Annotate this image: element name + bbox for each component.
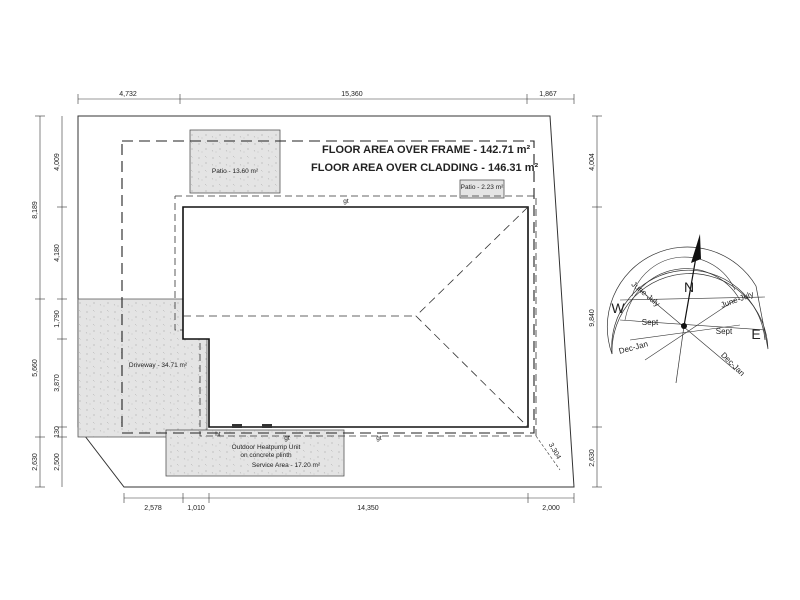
dim-left-inner-1: 4,009 [54, 153, 61, 171]
driveway-label: Driveway - 34.71 m² [129, 362, 188, 369]
sept-left: Sept [642, 318, 659, 327]
compass-east: E [751, 326, 760, 342]
heatpump-unit [232, 424, 242, 428]
dimension-lines [35, 94, 602, 503]
gt-marker-bottom-1: gt [284, 435, 290, 442]
cladding-outline [174, 195, 537, 437]
compass-west: W [611, 300, 625, 316]
gt-marker-top: gt [343, 198, 349, 205]
dim-top-2: 15,360 [341, 91, 363, 98]
dim-right-2: 9,840 [589, 309, 596, 327]
dim-left-inner-3: 1,790 [54, 310, 61, 328]
dim-left-inner-4: 3,870 [54, 374, 61, 392]
dim-diagonal: 3,304 [547, 442, 562, 461]
house-outline [182, 206, 529, 428]
floor-area-cladding: FLOOR AREA OVER CLADDING - 146.31 m² [311, 162, 538, 174]
patio-right-area [459, 179, 505, 199]
service-area-label: Service Area - 17.20 m² [252, 462, 321, 469]
dim-bottom-4: 2,000 [542, 505, 560, 512]
dim-top-1: 4,732 [119, 91, 137, 98]
dim-bottom-3: 14,350 [357, 505, 379, 512]
dim-left-inner-6: 2,500 [54, 453, 61, 471]
dim-bottom-2: 1,010 [187, 505, 205, 512]
dim-top-3: 1,867 [539, 91, 557, 98]
june-july-right: June-July [720, 290, 755, 310]
setback-line [121, 140, 535, 434]
dim-left-outer-3: 2,630 [32, 453, 39, 471]
patio-right-label: Patio - 2.23 m² [461, 184, 504, 191]
patio-left-label: Patio - 13.60 m² [212, 168, 259, 175]
dec-jan-right: Dec-Jan [719, 351, 746, 378]
compass-diagram [606, 234, 769, 384]
dim-right-3: 2,630 [589, 449, 596, 467]
dim-left-outer-2: 5,660 [32, 359, 39, 377]
sept-right: Sept [716, 327, 733, 336]
floor-area-frame: FLOOR AREA OVER FRAME - 142.71 m² [322, 144, 531, 156]
dim-bottom-1: 2,578 [144, 505, 162, 512]
north-arrow-icon [691, 234, 701, 263]
dec-jan-left: Dec-Jan [618, 339, 649, 355]
ht-marker: ht [215, 431, 221, 438]
compass-north: N [684, 279, 694, 295]
dim-left-inner-5: 130 [54, 426, 61, 438]
heatpump-label-line2: on concrete plinth [240, 452, 292, 459]
gt-marker-bottom-2: gt [376, 435, 382, 442]
heatpump-label-line1: Outdoor Heatpump Unit [232, 444, 301, 451]
dim-left-inner-2: 4,180 [54, 244, 61, 262]
dim-left-outer-1: 8,189 [32, 201, 39, 219]
dim-right-1: 4,004 [589, 153, 596, 171]
